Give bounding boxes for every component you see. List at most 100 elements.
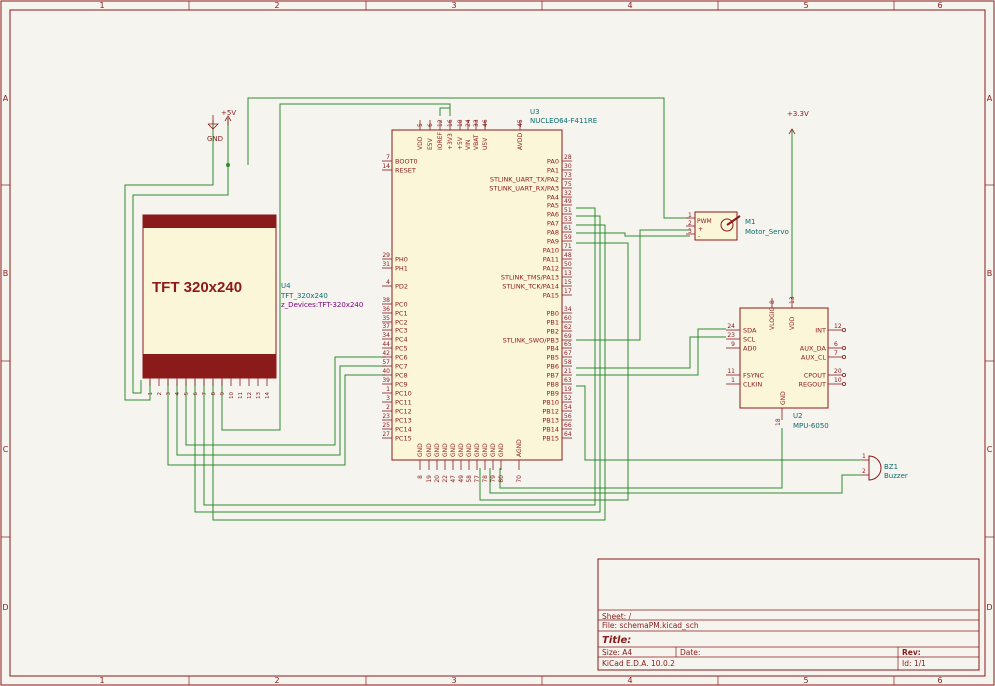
- u3-left-pin-num: 31: [382, 261, 390, 268]
- wire-gnd-buzzer[interactable]: [489, 468, 862, 494]
- wire-pc6-tft[interactable]: [185, 356, 386, 446]
- buzzer-icon[interactable]: [868, 455, 882, 481]
- u2-right-pin-num: 6: [834, 341, 838, 348]
- u3-left-pin-name: PC4: [395, 336, 408, 344]
- u3-right-pin-name: PB6: [546, 363, 559, 371]
- u3-ref: U3: [530, 108, 540, 116]
- power-3v3-symbol: +3.3V: [787, 110, 809, 135]
- u3-nucleo[interactable]: U3 NUCLEO64-F411RE 5VDD6E5V12IOREF16+3V3…: [382, 108, 597, 483]
- u2-body[interactable]: [739, 307, 829, 409]
- wire-pb6-scl[interactable]: [576, 336, 726, 369]
- u3-right-pin-num: 69: [564, 333, 572, 340]
- u4-pin-num: 6: [193, 392, 199, 396]
- wire-gnd-mpu[interactable]: [499, 428, 783, 489]
- u3-top-pin-num: 18: [457, 119, 464, 127]
- u2-right-pin-num: 12: [834, 323, 842, 330]
- u3-right-pin-num: 62: [564, 324, 572, 331]
- u2-right-pin-name: REGOUT: [798, 381, 826, 389]
- u3-left-pin-name: PC14: [395, 426, 412, 434]
- servo-icon: [720, 218, 734, 232]
- u3-left-pin-name: PC15: [395, 435, 412, 443]
- wire-pb7-sda[interactable]: [576, 328, 726, 376]
- u4-pin-num: 1: [148, 392, 154, 396]
- u2-left-pin-name: AD0: [743, 345, 757, 353]
- title-block-tool: KiCad E.D.A. 10.0.2: [602, 659, 675, 668]
- u4-pin-num: 14: [265, 392, 271, 399]
- wire-pc7-tft[interactable]: [176, 365, 386, 456]
- u3-bottom-pin-num: 58: [466, 475, 473, 483]
- u3-bottom-pin-num: 47: [450, 475, 457, 483]
- u3-right-pin-num: 71: [564, 243, 572, 250]
- u3-right-pin-name: PA10: [543, 247, 559, 255]
- row-label-left: B: [3, 269, 9, 278]
- row-label-left: C: [3, 445, 9, 454]
- wire-gnd-tft[interactable]: [124, 120, 214, 401]
- wire-led-5v[interactable]: [221, 103, 451, 431]
- u2-top-pin-num: 8: [769, 300, 776, 304]
- wire-pa6-miso[interactable]: [212, 224, 606, 521]
- wire-pb8-buzzer[interactable]: [576, 385, 862, 461]
- u2-right-pin-name: INT: [815, 327, 826, 335]
- u4-body[interactable]: [142, 214, 277, 379]
- wire-ioref[interactable]: [439, 107, 450, 116]
- u4-pin-name: SCK: [202, 364, 208, 374]
- u3-right-pin-name: STLINK_UART_TX/PA2: [490, 176, 559, 184]
- col-label-top: 3: [451, 1, 456, 10]
- u2-value: MPU-6050: [793, 422, 829, 430]
- u3-top-pin-num: 6: [427, 123, 434, 127]
- u3-left-pin-name: PH0: [395, 256, 408, 264]
- wire-gnd-loop[interactable]: [479, 242, 629, 501]
- u3-left-pin-num: 2: [386, 404, 390, 411]
- title-block-size: Size: A4: [602, 648, 632, 657]
- m1-minus-label: -: [698, 233, 700, 240]
- wire-pb3-servo[interactable]: [576, 229, 690, 341]
- u3-left-pin-num: 4: [386, 279, 390, 286]
- u4-top-bar: [143, 215, 276, 228]
- row-label-right: A: [987, 94, 993, 103]
- u4-tft-display[interactable]: TFT 320x240 U4 TFT_320x240 z_Devices:TFT…: [142, 214, 363, 399]
- u3-left-pin-num: 40: [382, 368, 390, 375]
- u3-left-pin-num: 37: [382, 323, 390, 330]
- u3-right-pin-name: PA12: [543, 265, 559, 273]
- u3-left-pin-name: RESET: [395, 167, 416, 175]
- u3-right-pin-name: PA15: [543, 292, 559, 300]
- col-label-top: 4: [627, 1, 632, 10]
- bz1-value: Buzzer: [884, 472, 908, 480]
- u3-right-pin-num: 19: [564, 386, 572, 393]
- col-label-top: 5: [803, 1, 808, 10]
- wire-pa7-mosi[interactable]: [194, 215, 601, 513]
- wire-5v-tft[interactable]: [132, 118, 229, 394]
- bz1-buzzer[interactable]: 1 2 BZ1 Buzzer: [862, 453, 908, 481]
- u3-left-pin-name: PC3: [395, 327, 408, 335]
- title-block: Sheet: / File: schemaPM.kicad_sch Title:…: [597, 558, 980, 671]
- u3-left-pin-name: PC2: [395, 319, 408, 327]
- u3-right-pin-num: 65: [564, 341, 572, 348]
- u3-body[interactable]: [391, 129, 563, 461]
- u3-bottom-pin-num: 19: [426, 475, 433, 483]
- u3-right-pin-num: 28: [564, 154, 572, 161]
- m1-servo[interactable]: PWM + - 1 2 3 M1 Motor_Servo: [686, 211, 789, 241]
- u4-pin-num: 11: [238, 392, 244, 399]
- wire-pa5-sck[interactable]: [203, 207, 596, 506]
- row-label-left: A: [3, 94, 9, 103]
- wire-pc8-tft[interactable]: [167, 374, 386, 466]
- wire-pa8-servo[interactable]: [576, 232, 690, 237]
- u4-pin-name: VCC: [148, 365, 154, 374]
- u3-bottom-pin-num: 70: [516, 475, 523, 483]
- wire-pwm[interactable]: [247, 97, 690, 219]
- u3-right-pin-name: PB9: [546, 390, 559, 398]
- u3-right-pin-name: PB2: [546, 328, 559, 336]
- bz1-pin-num: 1: [862, 453, 866, 460]
- u2-left-pin-name: SDA: [743, 327, 757, 335]
- col-label-bottom: 1: [99, 676, 104, 685]
- u3-left-pin-num: 1: [386, 386, 390, 393]
- u3-left-pin-name: PC12: [395, 408, 412, 416]
- row-ruler: A B C D A B C D: [1, 94, 994, 612]
- u3-right-pin-name: PA7: [547, 220, 559, 228]
- u3-right-pin-num: 59: [564, 234, 572, 241]
- u4-pin-num: 8: [211, 392, 217, 396]
- u2-left-pin-name: FSYNC: [743, 372, 765, 380]
- unconnected-icon: [842, 381, 847, 386]
